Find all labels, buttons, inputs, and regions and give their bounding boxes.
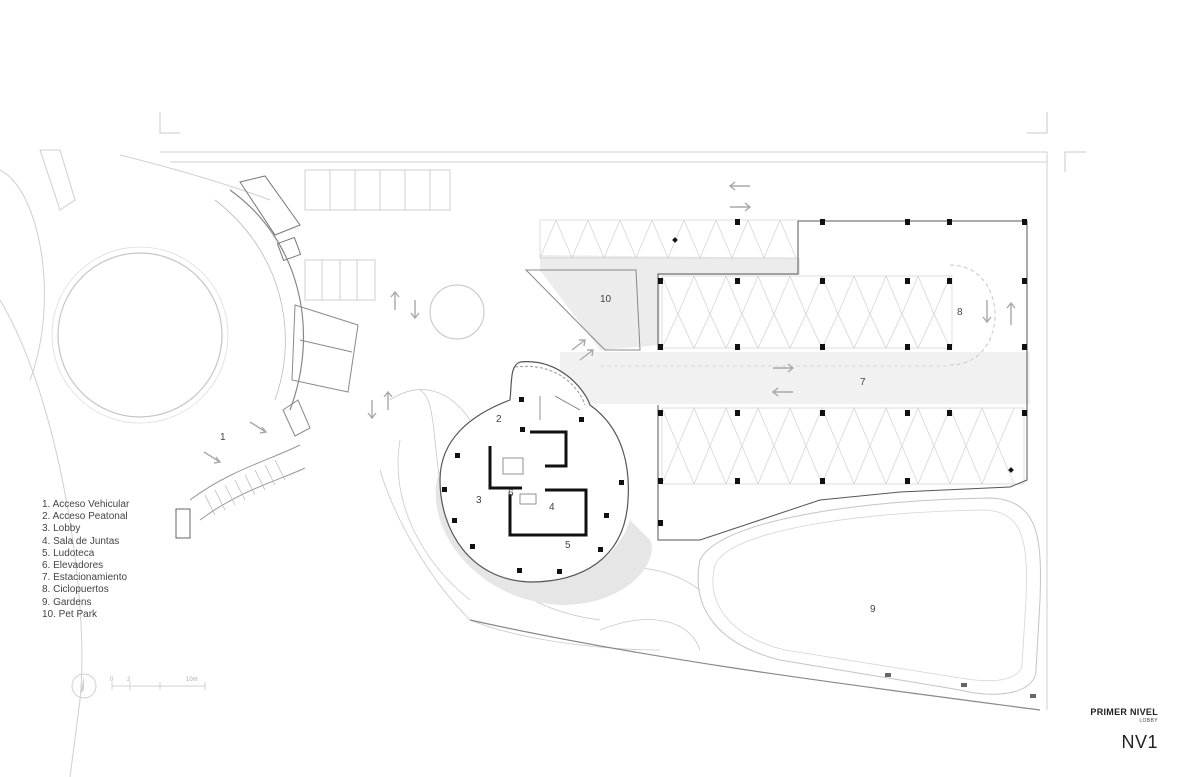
plan-subtitle: LOBBY [1139,718,1158,724]
legend-item: 6. Elevadores [42,560,104,572]
legend-item: 2. Acceso Peatonal [42,511,128,523]
north-parking-strip [304,169,451,301]
gardens [469,497,1041,711]
roundabout [51,175,305,424]
zone-label-8: 8 [957,307,963,318]
zone-label-3: 3 [476,495,482,506]
legend-item: 10. Pet Park [42,608,98,620]
scale-tick-0: 0 [110,677,114,683]
zone-label-6: 6 [508,488,514,499]
zone-label-2: 2 [496,414,502,425]
north-arrow-icon [71,673,97,699]
site-boundary [0,149,1048,777]
legend-item: 7. Estacionamiento [42,572,128,584]
access-ramp-hatch [204,459,286,516]
zone-label-5: 5 [565,540,571,551]
legend-item: 1. Acceso Vehicular [42,499,130,510]
site-corner-marks [159,112,1086,172]
zone-label-1: 1 [220,432,226,443]
legend-item: 5. Ludoteca [42,547,95,559]
legend-item: 3. Lobby [42,523,81,535]
legend-item: 8. Ciclopuertos [42,584,109,596]
scale-bar: 0 2 10m [110,677,206,690]
plaza-circle [429,284,485,340]
zone-label-7: 7 [860,377,866,388]
parking-stalls [539,219,1025,485]
title-block: PRIMER NIVEL LOBBY NV1 [1090,707,1158,753]
zone-label-10: 10 [600,294,612,305]
pet-park [524,269,641,351]
plan-title: PRIMER NIVEL [1090,707,1158,717]
level-code: NV1 [1121,732,1158,752]
legend-item: 4. Sala de Juntas [42,535,120,547]
lobby-building [439,361,629,583]
parking-paving [540,255,800,350]
zone-label-4: 4 [549,502,555,513]
zone-label-9: 9 [870,604,876,615]
plan-legend: 1. Acceso Vehicular 2. Acceso Peatonal 3… [42,499,129,621]
scale-tick-2: 2 [127,677,131,683]
legend-item: 9. Gardens [42,596,92,608]
structural-columns [658,219,1027,526]
access-structures [175,304,359,539]
drive-aisle [560,352,1030,404]
traffic-arrow-icon [203,181,1016,464]
scale-tick-10m: 10m [186,677,198,683]
